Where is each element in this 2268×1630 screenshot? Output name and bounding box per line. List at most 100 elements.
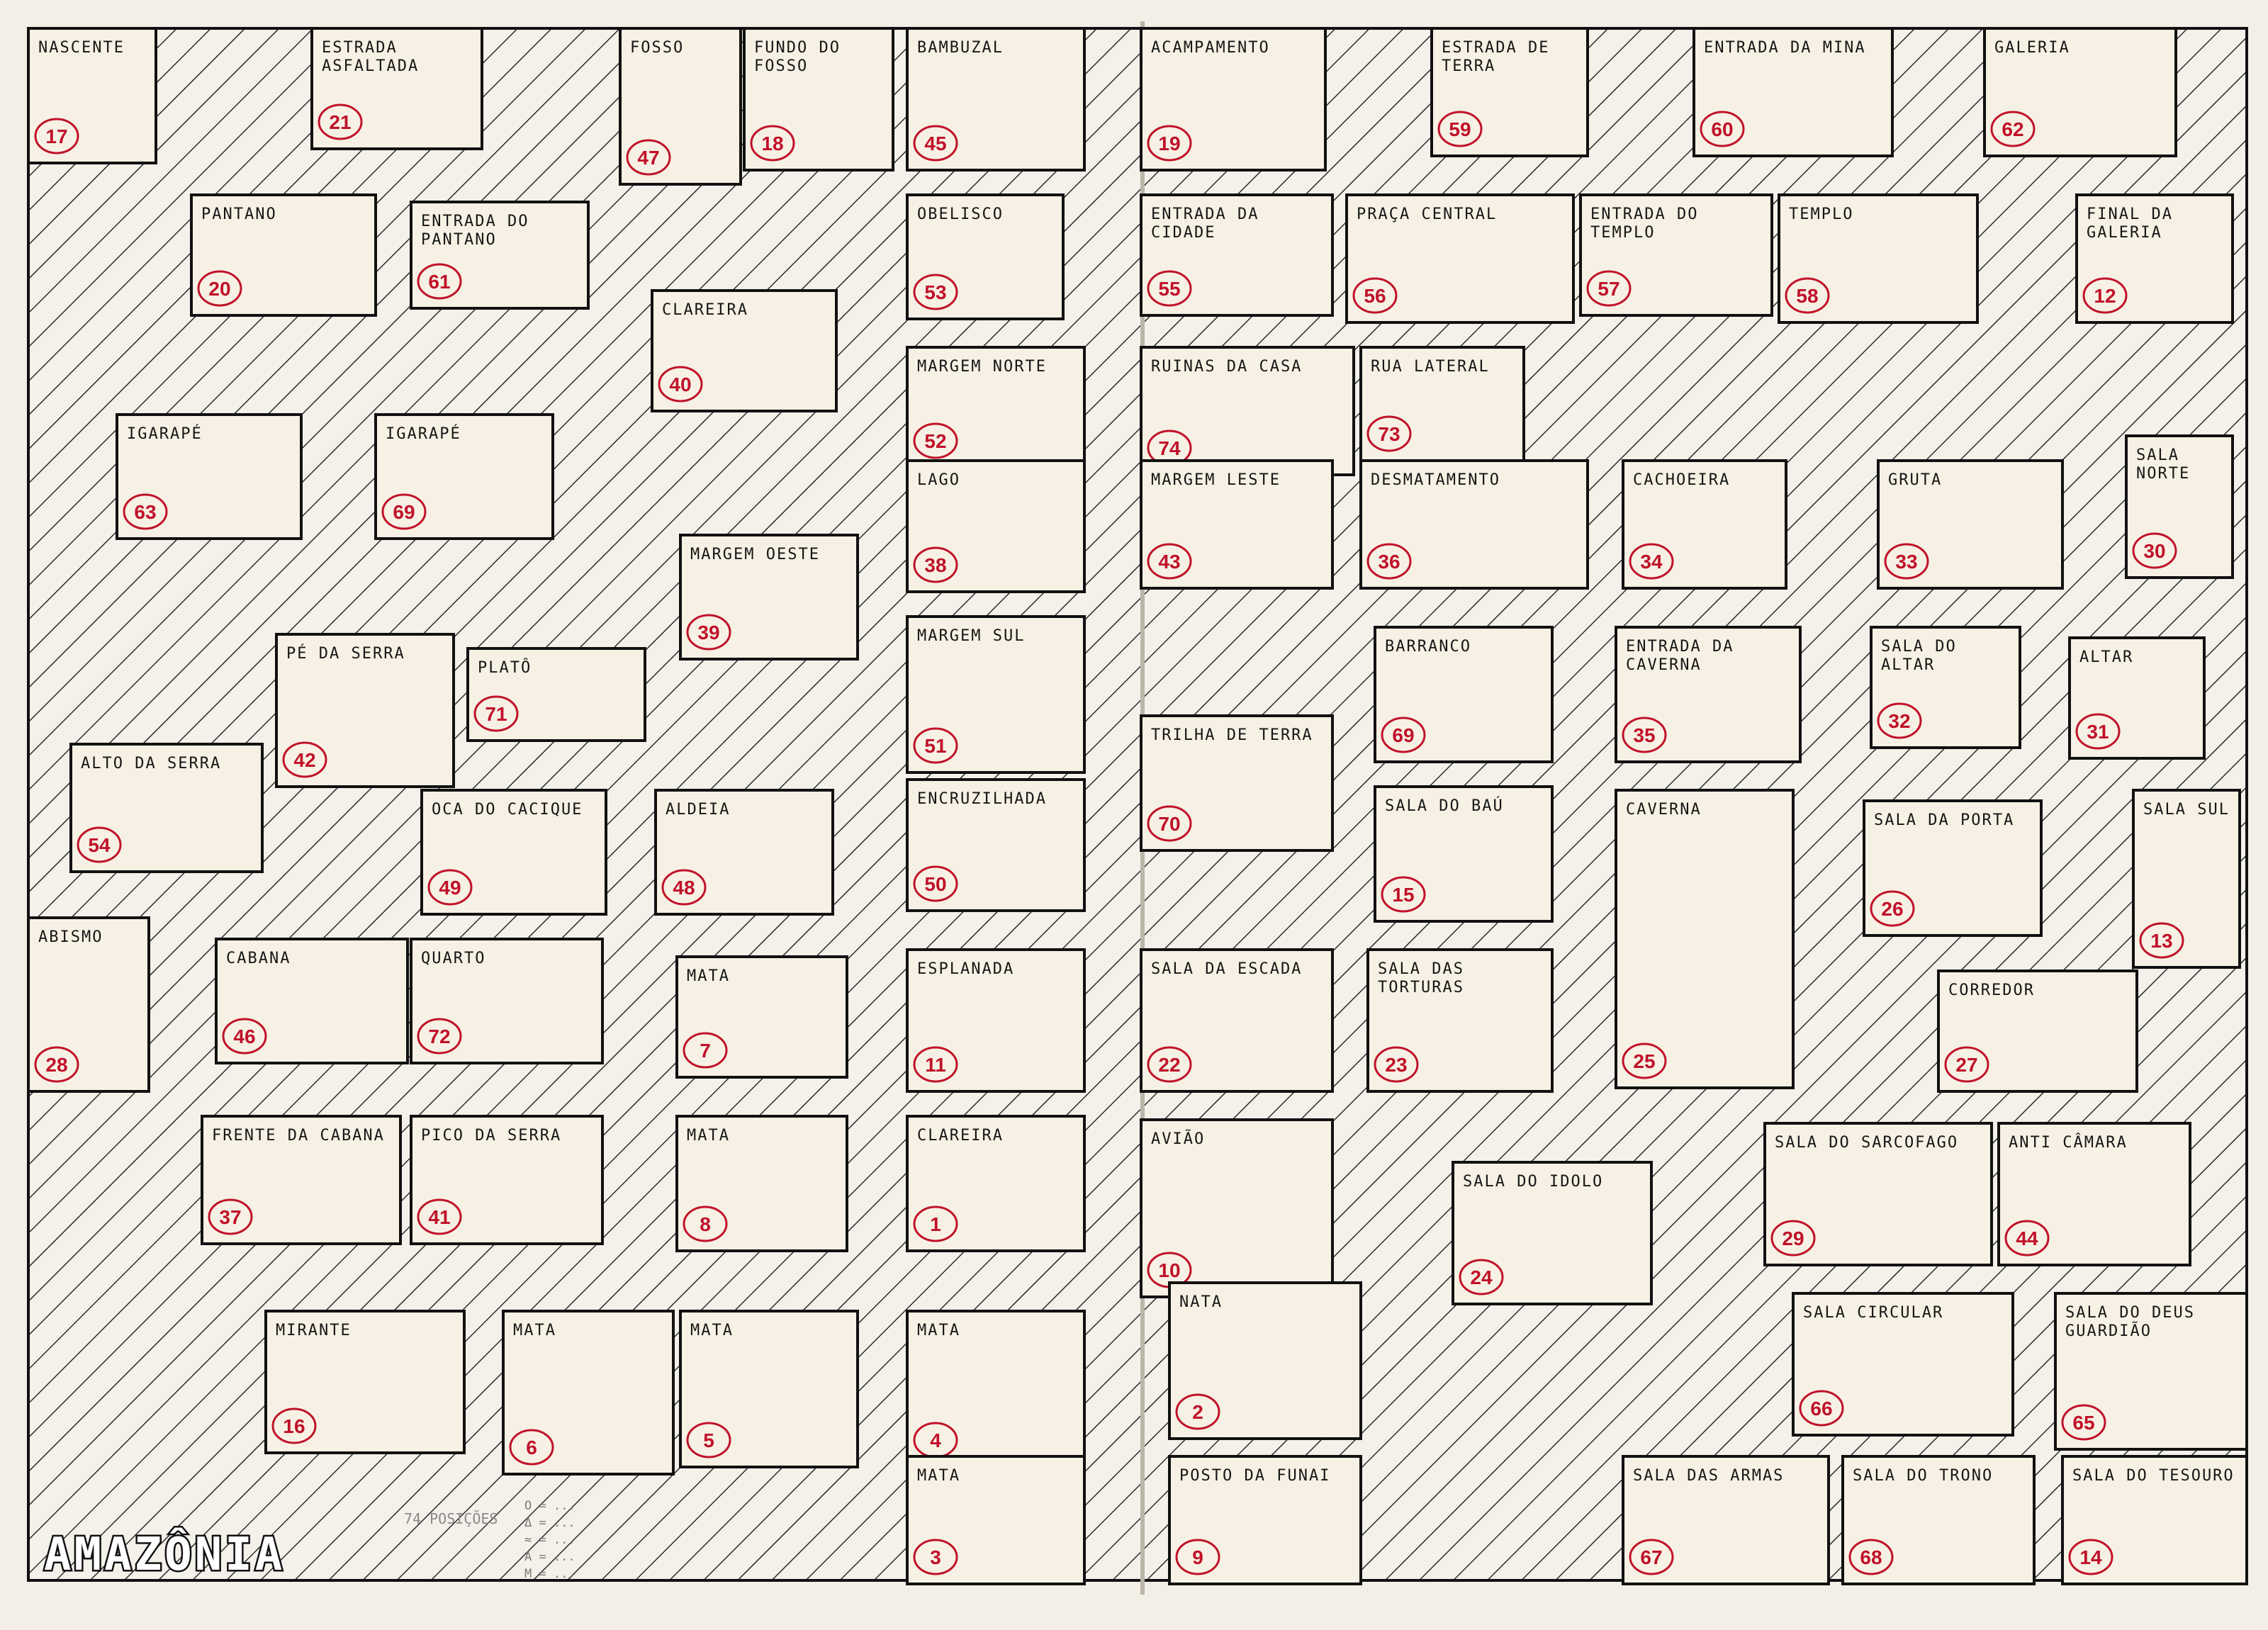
room-number: 7 — [700, 1040, 711, 1062]
room-label: BARRANCO — [1385, 638, 1471, 656]
legend-entry: Δ = ... — [524, 1516, 576, 1530]
room-label: CAVERNA — [1626, 656, 1702, 674]
room-number-circle — [1877, 702, 1922, 739]
room-label: CORREDOR — [1948, 982, 2035, 999]
room-label: CACHOEIRA — [1633, 471, 1730, 489]
room-box — [1168, 1455, 1362, 1585]
room-number: 28 — [45, 1054, 67, 1076]
room-label: GALERIA — [1994, 39, 2070, 57]
room-label: PICO DA SERRA — [421, 1127, 561, 1145]
room-box — [1140, 459, 1334, 590]
room-label: SALA — [2136, 446, 2179, 464]
room-box — [1763, 1122, 1993, 1266]
legend: O = ... Δ = ...≈ = ...A = ...M = ... — [524, 1499, 576, 1581]
room-box — [654, 789, 834, 916]
room-label: TERRA — [1442, 57, 1495, 75]
room-box — [675, 1115, 848, 1252]
room-number-circle — [2068, 1539, 2113, 1575]
room-box — [1452, 1161, 1653, 1305]
room-number-circle — [1175, 1539, 1220, 1575]
room-number-circle — [913, 1205, 958, 1242]
room-number: 60 — [1711, 118, 1733, 140]
room-box — [1140, 948, 1334, 1093]
room-number-circle — [2139, 922, 2184, 959]
room-label: POSTO DA FUNAI — [1179, 1467, 1330, 1485]
room: ENCRUZILHADA 50 — [906, 778, 1086, 912]
room-label: SALA CIRCULAR — [1803, 1304, 1943, 1322]
room-box — [1778, 193, 1979, 324]
room-box — [1615, 626, 1802, 763]
room-number-circle — [1352, 277, 1398, 314]
room-number: 52 — [924, 430, 946, 452]
room-number-circle — [1770, 1220, 1816, 1257]
room-label: FINAL DA — [2087, 206, 2173, 223]
room-box — [1359, 459, 1589, 590]
room-box — [215, 938, 409, 1064]
room-label: CLAREIRA — [917, 1127, 1004, 1145]
room-box — [2132, 789, 2241, 969]
room-number-circle — [1622, 1042, 1667, 1079]
legend-entry: ≈ = ... — [524, 1533, 576, 1547]
room-number-circle — [417, 263, 462, 300]
room-number: 57 — [1598, 278, 1619, 300]
room-box — [1997, 1122, 2191, 1266]
room-label: BAMBUZAL — [917, 39, 1004, 57]
room-label: ENTRADA DO — [1590, 206, 1698, 223]
room-number: 31 — [2087, 721, 2109, 743]
room-box — [1692, 27, 1894, 157]
room-box — [1579, 193, 1773, 317]
room-number-circle — [1175, 1393, 1220, 1430]
title-block: AMAZÔNIA 74 POSIÇÕES — [43, 1510, 498, 1583]
room-number: 17 — [45, 125, 67, 147]
room-number-circle — [1147, 270, 1192, 307]
room-label: ENCRUZILHADA — [917, 790, 1047, 808]
room-number: 67 — [1640, 1546, 1662, 1568]
room-box — [675, 955, 848, 1079]
room-box — [906, 346, 1086, 469]
room-label: PRAÇA CENTRAL — [1357, 206, 1497, 223]
room-number: 50 — [924, 873, 946, 895]
room-number-circle — [2132, 532, 2177, 569]
room-number-circle — [661, 869, 707, 906]
room-box — [1792, 1292, 2014, 1437]
room-box — [1870, 626, 2021, 749]
room-number-circle — [2075, 713, 2121, 750]
room-number: 43 — [1158, 551, 1180, 573]
room-label: NATA — [1179, 1293, 1223, 1311]
room-number: 72 — [428, 1025, 450, 1047]
room-box — [2061, 1455, 2248, 1585]
room-label: OBELISCO — [917, 206, 1004, 223]
room-number: 5 — [703, 1429, 714, 1451]
room-box — [1430, 27, 1589, 157]
room-number-circle — [683, 1032, 728, 1069]
room-number: 25 — [1633, 1050, 1655, 1072]
room-label: PÉ DA SERRA — [286, 644, 405, 663]
room-number: 51 — [924, 735, 946, 757]
room-label: ESPLANADA — [917, 960, 1014, 978]
room-number: 14 — [2079, 1546, 2102, 1568]
room-number: 71 — [485, 703, 507, 725]
room-label: MATA — [513, 1322, 556, 1339]
room-box — [1140, 714, 1334, 852]
room-number-circle — [1381, 876, 1426, 913]
room-number-circle — [509, 1429, 554, 1466]
room-box — [27, 27, 157, 164]
